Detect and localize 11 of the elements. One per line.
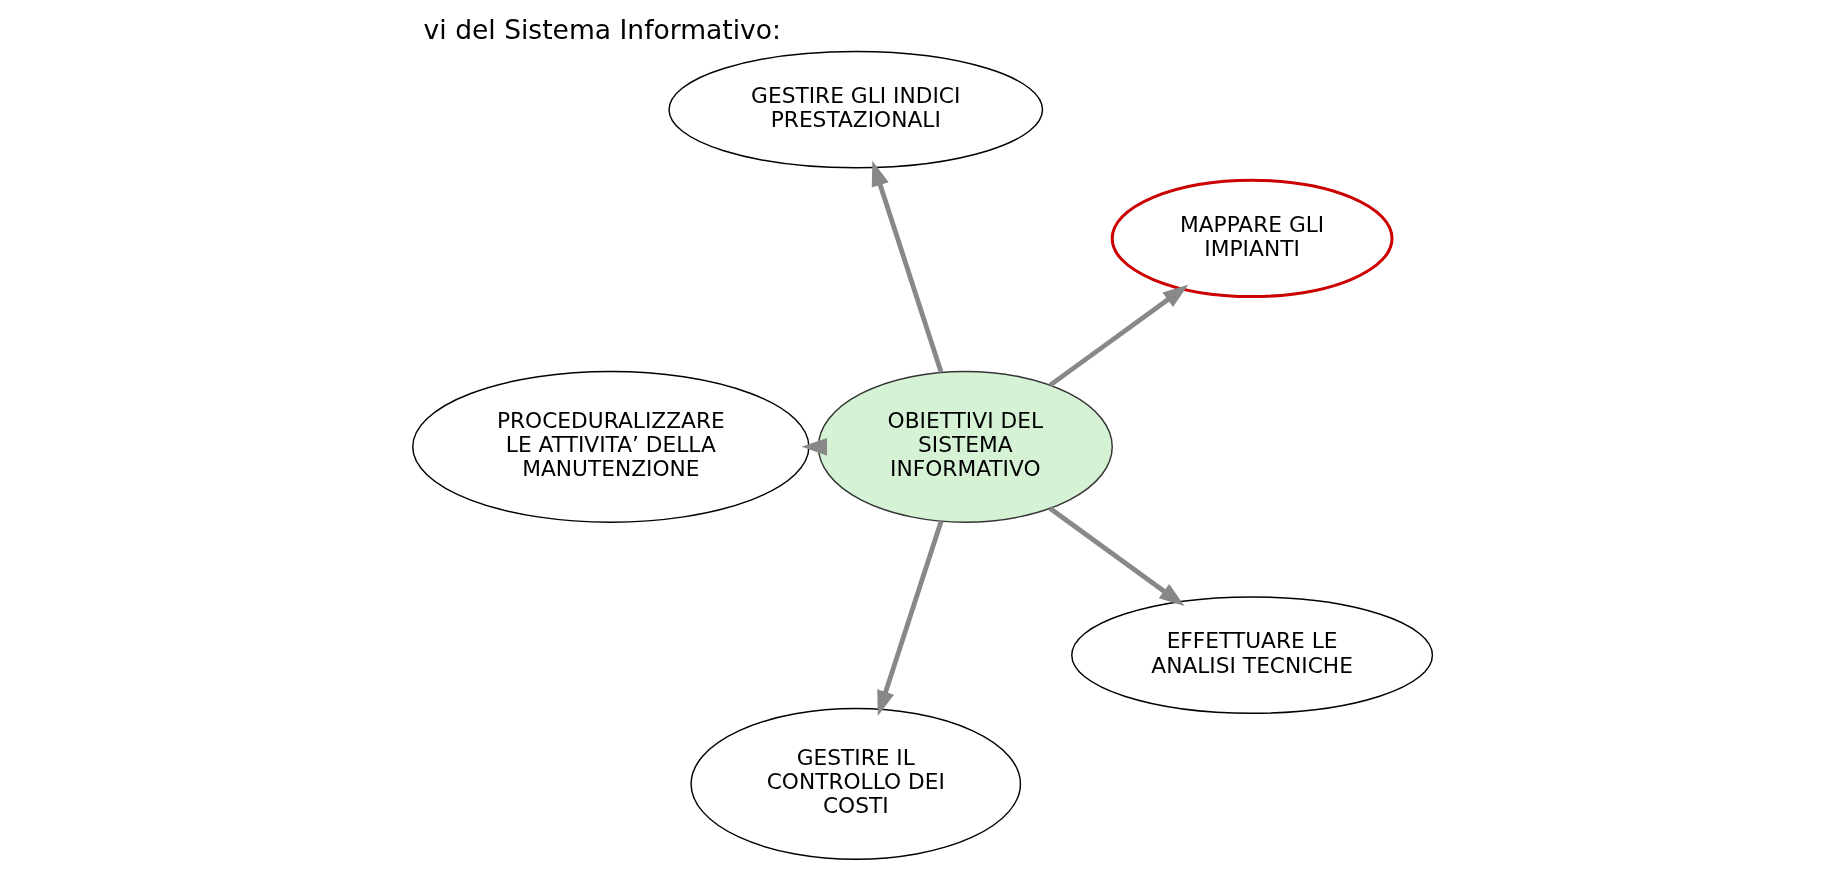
- arrow: [1048, 284, 1189, 388]
- node-ellipse: GESTIRE GLI INDICI PRESTAZIONALI: [668, 50, 1044, 169]
- node-ellipse: MAPPARE GLI IMPIANTI: [1110, 178, 1394, 299]
- node-ellipse: GESTIRE IL CONTROLLO DEI COSTI: [690, 707, 1022, 860]
- diagram-title: vi del Sistema Informativo:: [423, 14, 782, 46]
- node-ellipse: EFFETTUARE LE ANALISI TECNICHE: [1071, 596, 1434, 714]
- arrow: [1048, 506, 1185, 607]
- arrow: [871, 160, 944, 374]
- node-ellipse: PROCEDURALIZZARE LE ATTIVITA’ DELLA MANUTENZIONE: [412, 370, 810, 523]
- arrow: [877, 520, 944, 717]
- arrow: [801, 437, 827, 456]
